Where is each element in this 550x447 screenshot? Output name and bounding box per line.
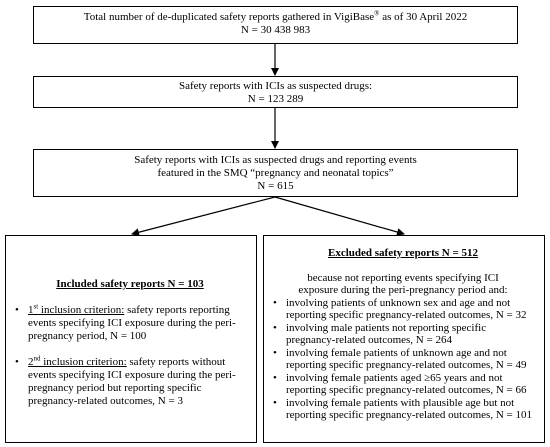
bullet-icon: •: [273, 396, 277, 409]
exclusion-reason-3: •involving female patients of unknown ag…: [273, 346, 527, 372]
exclusion-reason-1: •involving patients of unknown sex and a…: [273, 296, 527, 322]
arrow-to-included: [131, 196, 276, 237]
total-reports-label: Total number of de-duplicated safety rep…: [83, 9, 468, 23]
arrow-to-excluded: [274, 196, 405, 236]
smq-reports-count: N = 615: [257, 180, 294, 192]
bullet-icon: •: [273, 371, 277, 384]
excluded-title: Excluded safety reports N = 512: [328, 247, 478, 259]
total-reports-box: Total number of de-duplicated safety rep…: [33, 6, 518, 44]
bullet-icon: •: [273, 321, 277, 334]
total-reports-count: N = 30 438 983: [240, 24, 311, 36]
excluded-reports-box: Excluded safety reports N = 512 because …: [263, 235, 545, 443]
smq-reports-box: Safety reports with ICIs as suspected dr…: [33, 149, 518, 197]
included-title: Included safety reports N = 103: [56, 278, 204, 290]
included-reports-box: Included safety reports N = 103 • 1st in…: [5, 235, 257, 443]
excluded-intro: because not reporting events specifying …: [298, 271, 508, 297]
inclusion-criterion-1: • 1st inclusion criterion: safety report…: [15, 302, 236, 342]
ici-reports-count: N = 123 289: [247, 93, 304, 105]
exclusion-reason-5: •involving female patients with plausibl…: [273, 396, 532, 422]
bullet-icon: •: [15, 304, 19, 316]
bullet-icon: •: [15, 356, 19, 368]
exclusion-reason-4: •involving female patients aged ≥65 year…: [273, 371, 527, 397]
smq-reports-label-line2: featured in the SMQ “pregnancy and neona…: [157, 167, 394, 179]
bullet-icon: •: [273, 346, 277, 359]
ici-reports-box: Safety reports with ICIs as suspected dr…: [33, 76, 518, 108]
bullet-icon: •: [273, 296, 277, 309]
inclusion-criterion-2: • 2nd inclusion criterion: safety report…: [15, 354, 236, 407]
exclusion-reason-2: •involving male patients not reporting s…: [273, 321, 487, 347]
ici-reports-label: Safety reports with ICIs as suspected dr…: [178, 80, 373, 92]
smq-reports-label-line1: Safety reports with ICIs as suspected dr…: [134, 154, 417, 166]
